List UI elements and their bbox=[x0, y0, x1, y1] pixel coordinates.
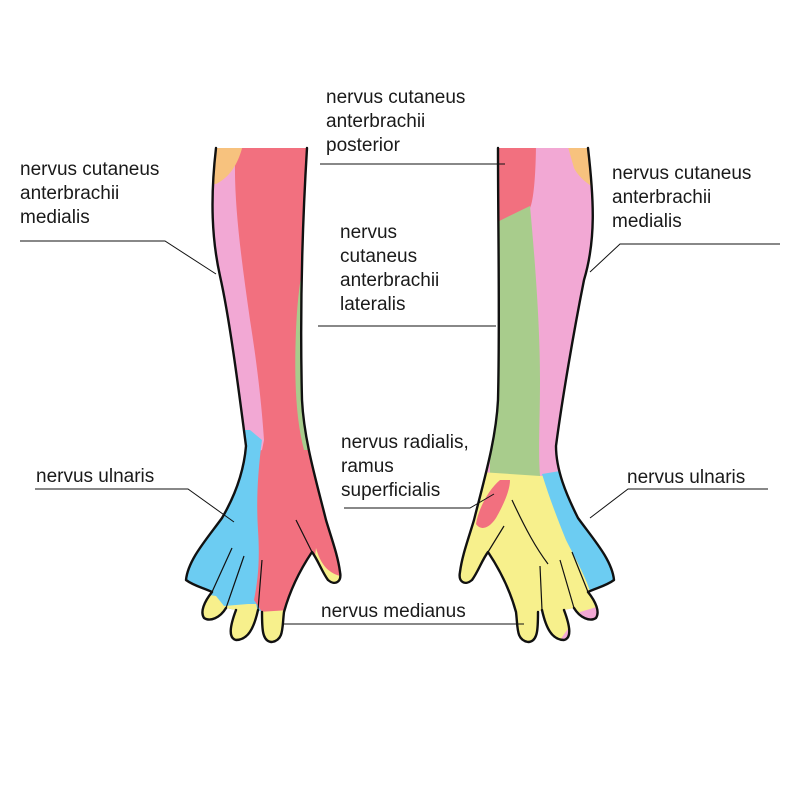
label-radialis: nervus radialis, ramus superficialis bbox=[341, 432, 469, 501]
right-ulnaris-region bbox=[542, 470, 614, 604]
leader-ulnaris-left bbox=[35, 488, 235, 523]
leader-medialis-right bbox=[589, 243, 780, 273]
leader-medialis-left bbox=[20, 240, 217, 275]
right-radialis-region bbox=[476, 480, 510, 528]
label-medianus: nervus medianus bbox=[321, 601, 466, 622]
leader-radialis bbox=[344, 493, 495, 509]
label-lateralis: nervus cutaneus anterbrachii lateralis bbox=[340, 222, 440, 315]
leader-ulnaris-right bbox=[589, 488, 768, 519]
label-ulnaris-right: nervus ulnaris bbox=[627, 467, 746, 488]
left-arm-outline bbox=[184, 146, 342, 644]
label-medialis-right: nervus cutaneus anterbrachii medialis bbox=[612, 163, 752, 232]
label-medialis-left: nervus cutaneus anterbrachii medialis bbox=[20, 159, 160, 228]
label-posterior: nervus cutaneus anterbrachii posterior bbox=[326, 87, 466, 156]
label-ulnaris-left: nervus ulnaris bbox=[36, 466, 155, 487]
left-finger-creases bbox=[211, 519, 313, 611]
right-arm-outline bbox=[458, 146, 616, 644]
right-palm-creases bbox=[487, 499, 589, 611]
right-lateralis-region bbox=[490, 206, 540, 480]
right-posterior-region bbox=[490, 148, 536, 228]
